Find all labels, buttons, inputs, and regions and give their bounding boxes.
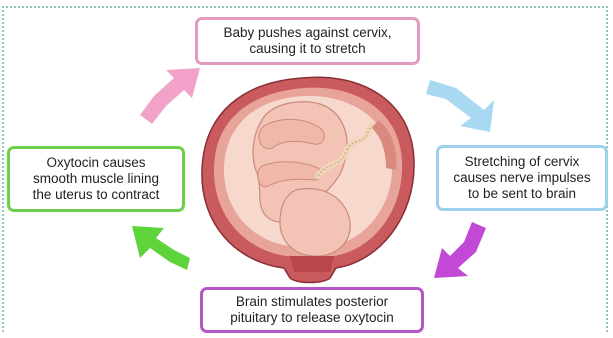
arrow-bottom-left bbox=[132, 226, 190, 270]
step-nerve-impulses: Stretching of cervix causes nerve impuls… bbox=[436, 145, 608, 211]
step-text-line: Oxytocin causes bbox=[33, 155, 160, 171]
step-text-line: pituitary to release oxytocin bbox=[230, 310, 394, 326]
step-text-line: causes nerve impulses bbox=[453, 170, 590, 186]
step-text-line: smooth muscle lining bbox=[33, 171, 160, 187]
step-oxytocin-release: Brain stimulates posterior pituitary to … bbox=[200, 287, 424, 333]
step-text-line: Stretching of cervix bbox=[453, 154, 590, 170]
step-text-line: causing it to stretch bbox=[223, 41, 391, 57]
arrow-top-right bbox=[426, 80, 494, 132]
arrow-top-left bbox=[140, 68, 200, 124]
step-text-line: the uterus to contract bbox=[33, 187, 160, 203]
fetus-in-uterus-illustration bbox=[202, 77, 414, 282]
step-text-line: Baby pushes against cervix, bbox=[223, 25, 391, 41]
arrow-bottom-right bbox=[434, 222, 486, 278]
step-text-line: to be sent to brain bbox=[453, 186, 590, 202]
step-uterus-contraction: Oxytocin causes smooth muscle lining the… bbox=[7, 146, 185, 212]
cervix bbox=[290, 256, 334, 272]
step-cervix-stretch: Baby pushes against cervix, causing it t… bbox=[195, 17, 420, 65]
step-text-line: Brain stimulates posterior bbox=[230, 294, 394, 310]
